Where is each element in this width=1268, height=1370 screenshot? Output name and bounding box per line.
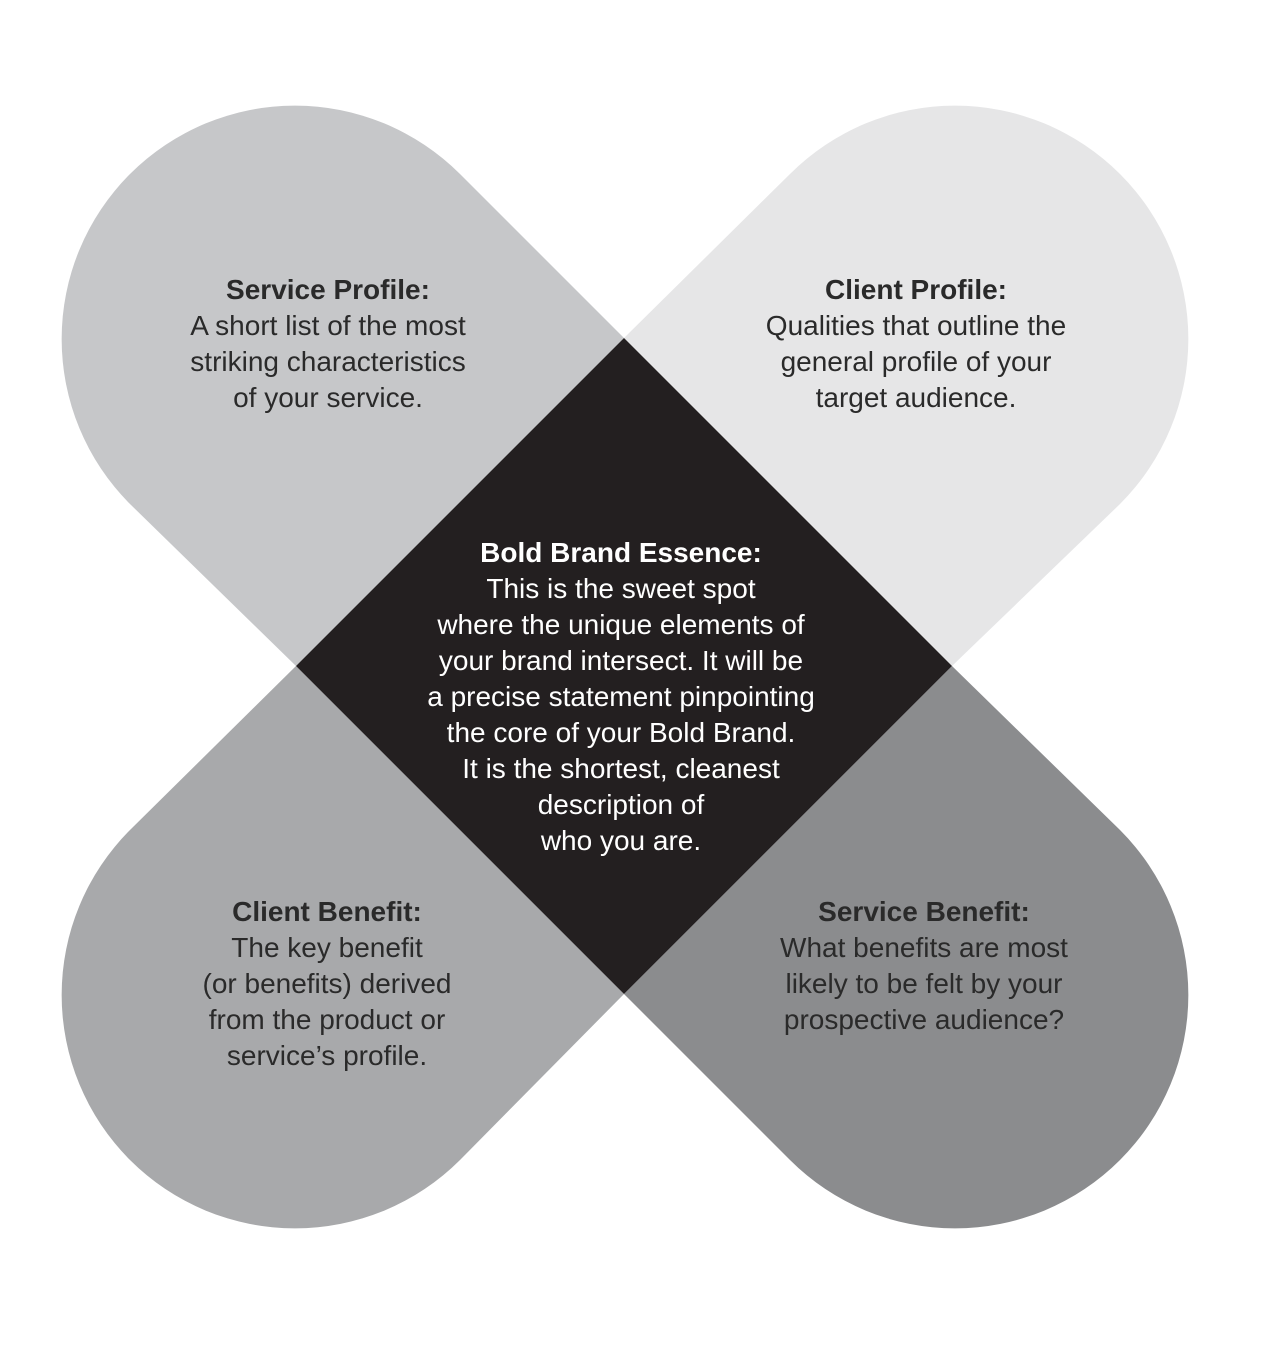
brand-essence-diamond (296, 338, 952, 994)
service-profile-line: striking characteristics (190, 346, 466, 377)
service-profile-title: Service Profile: (226, 274, 430, 305)
client-profile-line: target audience. (815, 382, 1017, 413)
client-benefit-line: (or benefits) derived (202, 968, 452, 999)
client-profile-title: Client Profile: (824, 274, 1008, 305)
brand-essence-label: Bold Brand Essence: This is the sweet sp… (427, 535, 815, 859)
client-benefit-line: service’s profile. (226, 1040, 428, 1071)
service-benefit-line: prospective audience? (783, 1004, 1065, 1035)
brand-essence-line: It is the shortest, cleanest (462, 753, 780, 784)
brand-essence-line: description of (537, 789, 705, 820)
service-profile-line: of your service. (233, 382, 423, 413)
service-profile-label: Service Profile: A short list of the mos… (190, 272, 465, 416)
client-profile-line: general profile of your (780, 346, 1052, 377)
brand-essence-line: a precise statement pinpointing (427, 681, 815, 712)
client-profile-label: Client Profile: Qualities that outline t… (766, 272, 1066, 416)
brand-essence-line: This is the sweet spot (486, 573, 756, 604)
brand-essence-line: the core of your Bold Brand. (446, 717, 796, 748)
service-benefit-line: likely to be felt by your (785, 968, 1063, 999)
client-benefit-line: The key benefit (231, 932, 423, 963)
brand-essence-line: where the unique elements of (437, 609, 805, 640)
service-benefit-lobe (624, 666, 1189, 1229)
client-benefit-line: from the product or (208, 1004, 446, 1035)
client-profile-lobe (624, 105, 1189, 666)
brand-essence-line: your brand intersect. It will be (438, 645, 804, 676)
client-benefit-label: Client Benefit: The key benefit (or bene… (202, 894, 451, 1074)
service-benefit-label: Service Benefit: What benefits are most … (780, 894, 1068, 1038)
service-profile-line: A short list of the most (190, 310, 466, 341)
client-profile-line: Qualities that outline the (765, 310, 1067, 341)
brand-essence-line: who you are. (540, 825, 702, 856)
service-profile-lobe (61, 105, 624, 666)
client-benefit-title: Client Benefit: (232, 896, 422, 927)
service-benefit-line: What benefits are most (780, 932, 1068, 963)
service-benefit-title: Service Benefit: (818, 896, 1030, 927)
client-benefit-lobe (61, 666, 624, 1229)
brand-essence-title: Bold Brand Essence: (480, 537, 762, 568)
